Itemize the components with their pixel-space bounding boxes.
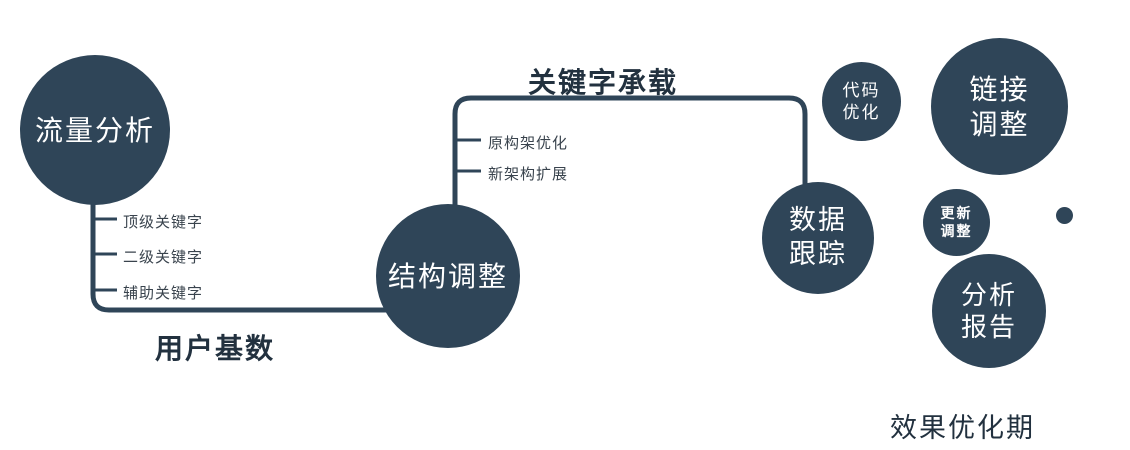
bullet-dot: [1056, 207, 1073, 224]
node-analysis-report-line2: 报告: [960, 312, 1017, 342]
branch-label-secondary-keyword: 二级关键字: [123, 249, 204, 266]
caption-effect-optimization-period: 效果优化期: [890, 413, 1035, 443]
node-link-adjustment-line2: 调整: [969, 108, 1030, 140]
edge-label-user-base: 用户基数: [155, 333, 276, 364]
node-analysis-report-line1: 分析: [960, 279, 1017, 310]
node-code-optimization-line2: 优化: [842, 102, 881, 122]
branch-label-original-structure: 原构架优化: [488, 135, 569, 152]
edge-label-keyword-bearing: 关键字承载: [528, 67, 679, 98]
node-data-tracking-line2: 跟踪: [789, 239, 847, 269]
node-link-adjustment: 链接 调整: [931, 38, 1068, 175]
branch-label-auxiliary-keyword: 辅助关键字: [123, 285, 204, 302]
node-analysis-report: 分析 报告: [932, 254, 1046, 368]
branch-label-new-structure: 新架构扩展: [488, 166, 569, 183]
node-code-optimization: 代码 优化: [822, 62, 901, 141]
node-traffic-analysis: 流量分析: [20, 55, 170, 205]
node-structure-adjust-label: 结构调整: [387, 260, 508, 292]
node-link-adjustment-line1: 链接: [969, 73, 1030, 105]
node-traffic-analysis-label: 流量分析: [34, 114, 155, 146]
node-structure-adjust: 结构调整: [376, 204, 520, 348]
node-update-adjustment-line1: 更新: [940, 205, 973, 221]
node-update-adjustment-line2: 调整: [940, 222, 973, 239]
node-data-tracking: 数据 跟踪: [762, 182, 874, 294]
branch-label-top-keyword: 顶级关键字: [123, 214, 204, 231]
node-data-tracking-line1: 数据: [789, 205, 847, 236]
node-code-optimization-line1: 代码: [842, 81, 881, 101]
node-update-adjustment: 更新 调整: [923, 189, 990, 256]
